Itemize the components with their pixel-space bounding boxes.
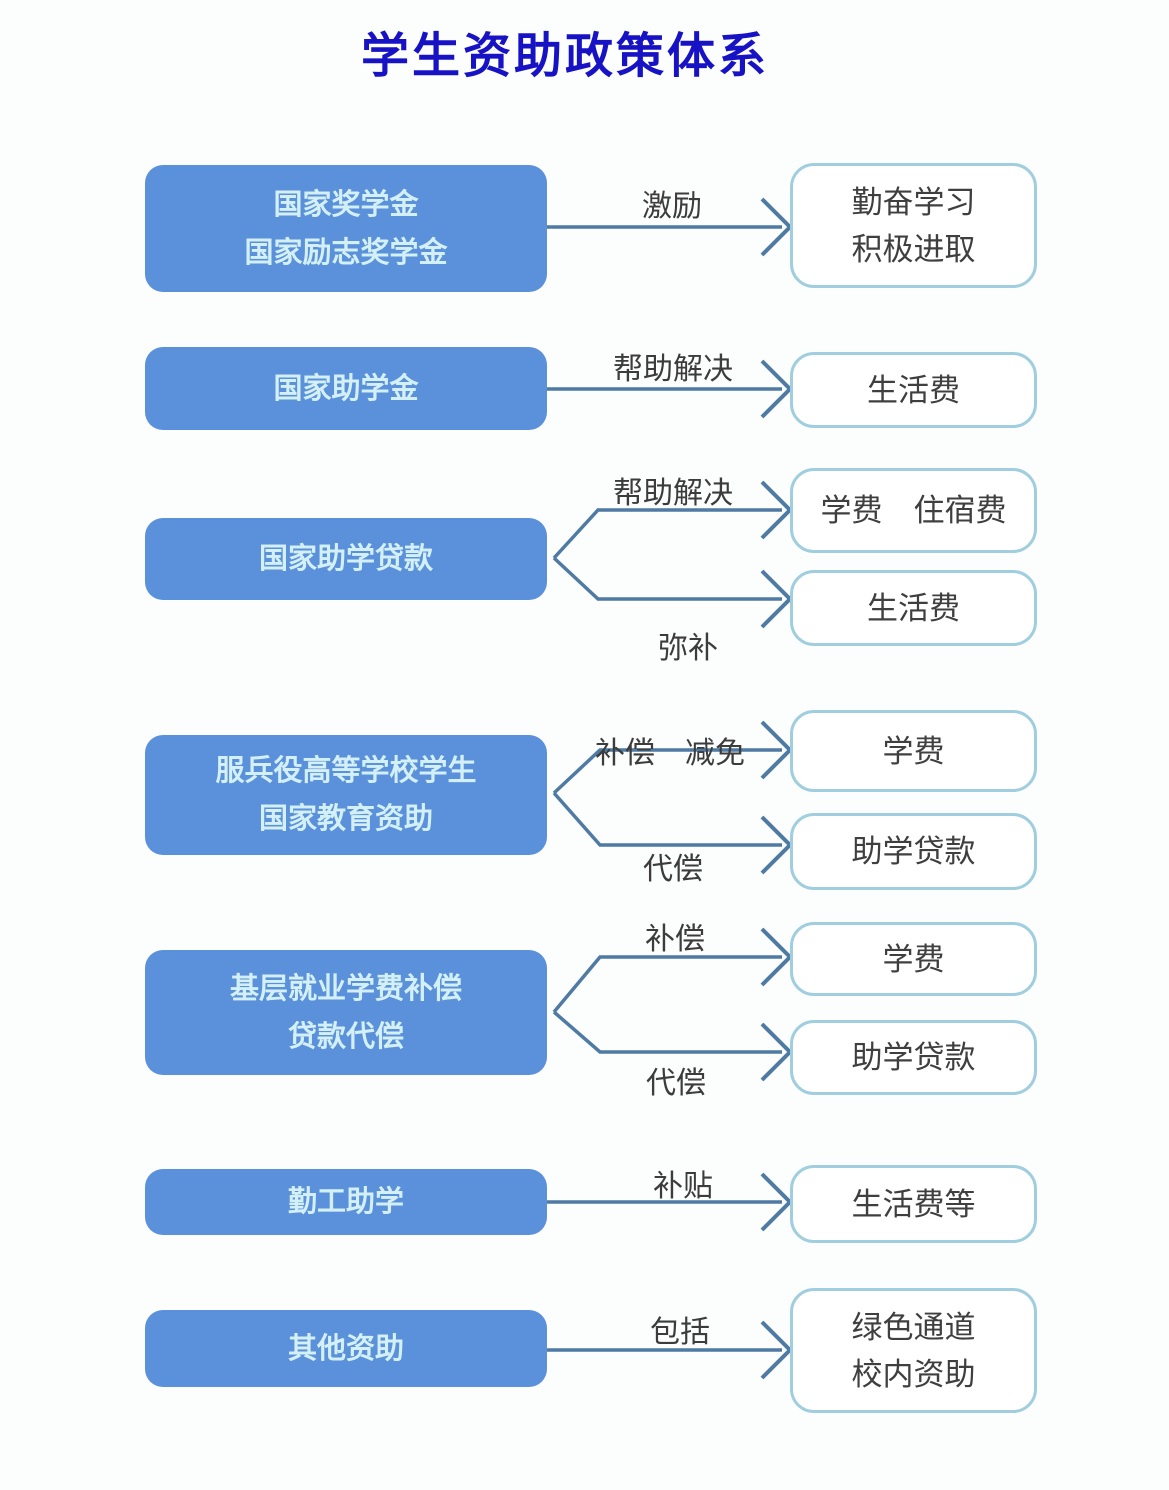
node-label: 助学贷款 — [851, 1040, 976, 1075]
node-other-aid: 其他资助 — [145, 1310, 547, 1387]
edge-label-repayment-2: 代偿 — [646, 1067, 706, 1100]
node-label: 国家助学金 — [273, 372, 419, 405]
node-target-tuition: 学费 — [790, 710, 1037, 792]
node-label: 助学贷款 — [851, 834, 976, 869]
node-label: 勤工助学 — [287, 1186, 404, 1218]
node-target-living-expenses-etc: 生活费等 — [790, 1165, 1037, 1243]
node-label: 国家助学贷款 — [258, 543, 433, 575]
node-label: 其他资助 — [287, 1332, 404, 1365]
node-label: 基层就业学费补偿 — [229, 972, 462, 1005]
node-label: 校内资助 — [851, 1356, 976, 1392]
node-label: 服兵役高等学校学生 — [215, 755, 477, 787]
node-target-student-loan-2: 助学贷款 — [790, 1020, 1037, 1095]
node-label: 学费 — [882, 941, 945, 977]
edge-label-include: 包括 — [650, 1316, 710, 1349]
edge-label-help-solve-2: 帮助解决 — [613, 477, 733, 510]
node-label: 生活费 — [867, 372, 960, 408]
node-grassroots-employment-compensation: 基层就业学费补偿 贷款代偿 — [145, 950, 547, 1075]
node-target-tuition-accommodation: 学费 住宿费 — [790, 468, 1037, 553]
edge-label-make-up: 弥补 — [658, 632, 718, 665]
node-work-study: 勤工助学 — [145, 1169, 547, 1235]
node-target-tuition-2: 学费 — [790, 922, 1037, 996]
node-label: 绿色通道 — [851, 1309, 976, 1345]
arrow-loan-living — [552, 556, 793, 629]
node-label: 生活费等 — [851, 1186, 976, 1222]
node-target-living-expenses-2: 生活费 — [790, 570, 1037, 646]
node-label: 积极进取 — [851, 231, 976, 267]
node-label: 国家励志奖学金 — [244, 236, 448, 269]
node-target-study-hard: 勤奋学习 积极进取 — [790, 163, 1037, 288]
edge-label-compensation-reduction: 补偿 减免 — [595, 737, 745, 770]
node-label: 学费 住宿费 — [820, 493, 1007, 528]
node-national-scholarship: 国家奖学金 国家励志奖学金 — [145, 165, 547, 292]
edge-label-compensation: 补偿 — [645, 923, 705, 956]
node-target-living-expenses: 生活费 — [790, 352, 1037, 428]
node-military-service-aid: 服兵役高等学校学生 国家教育资助 — [145, 735, 547, 855]
edge-label-help-solve: 帮助解决 — [613, 353, 733, 386]
node-national-student-loan: 国家助学贷款 — [145, 518, 547, 600]
node-label: 国家教育资助 — [258, 803, 433, 835]
node-target-green-channel: 绿色通道 校内资助 — [790, 1288, 1037, 1413]
edge-label-incentive: 激励 — [642, 190, 702, 223]
node-label: 勤奋学习 — [851, 184, 976, 220]
page-title: 学生资助政策体系 — [360, 30, 769, 83]
node-label: 学费 — [882, 733, 945, 769]
node-national-grant: 国家助学金 — [145, 347, 547, 430]
node-label: 生活费 — [867, 590, 960, 626]
edge-label-subsidy: 补贴 — [653, 1170, 713, 1203]
edge-label-repayment: 代偿 — [643, 853, 703, 886]
node-target-student-loan: 助学贷款 — [790, 813, 1037, 890]
node-label: 国家奖学金 — [273, 188, 419, 221]
node-label: 贷款代偿 — [287, 1020, 404, 1053]
